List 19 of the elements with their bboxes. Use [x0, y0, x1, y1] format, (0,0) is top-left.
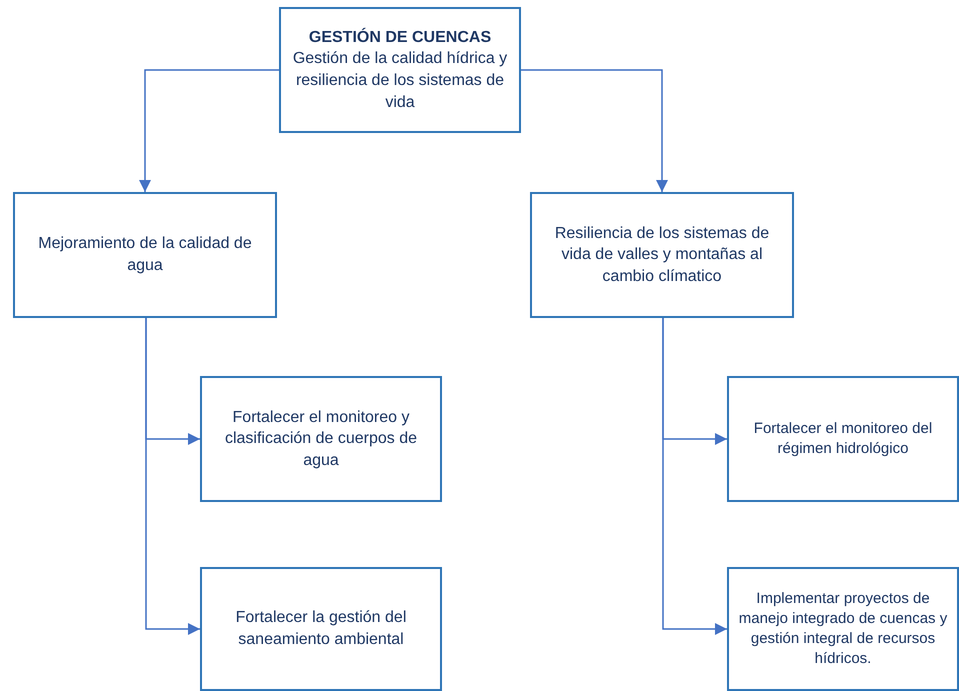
process-box [200, 376, 442, 502]
connector-arrow [521, 69, 668, 192]
box-text: Fortalecer el monitoreo del régimen hidrológico [752, 418, 934, 459]
process-box [727, 376, 959, 502]
connector-arrow [662, 318, 727, 635]
connector-arrow [145, 318, 200, 635]
box-text: Resiliencia de los sistemas de vida de valles y montañas al cambio clímatico [554, 224, 770, 287]
box-text: Mejoramiento de la calidad de agua [37, 234, 253, 276]
box-text: Implementar proyectos de manejo integrado de cuencas y gestión integral de recursos hídricos. [738, 588, 948, 670]
process-box [200, 567, 442, 691]
box-text: Gestión de la calidad hídrica y resiliencia de los sistemas de vida [292, 49, 508, 113]
process-box [530, 192, 794, 318]
process-box [13, 192, 277, 318]
connector-arrow [139, 69, 279, 192]
heading-text: GESTIÓN DE CUENCAS [308, 26, 492, 48]
process-box [727, 567, 959, 691]
box-text: Fortalecer la gestión del saneamiento ambiental [234, 608, 408, 650]
box-text: Fortalecer el monitoreo y clasificación de cuerpos de agua [224, 408, 418, 471]
process-box [279, 7, 521, 133]
